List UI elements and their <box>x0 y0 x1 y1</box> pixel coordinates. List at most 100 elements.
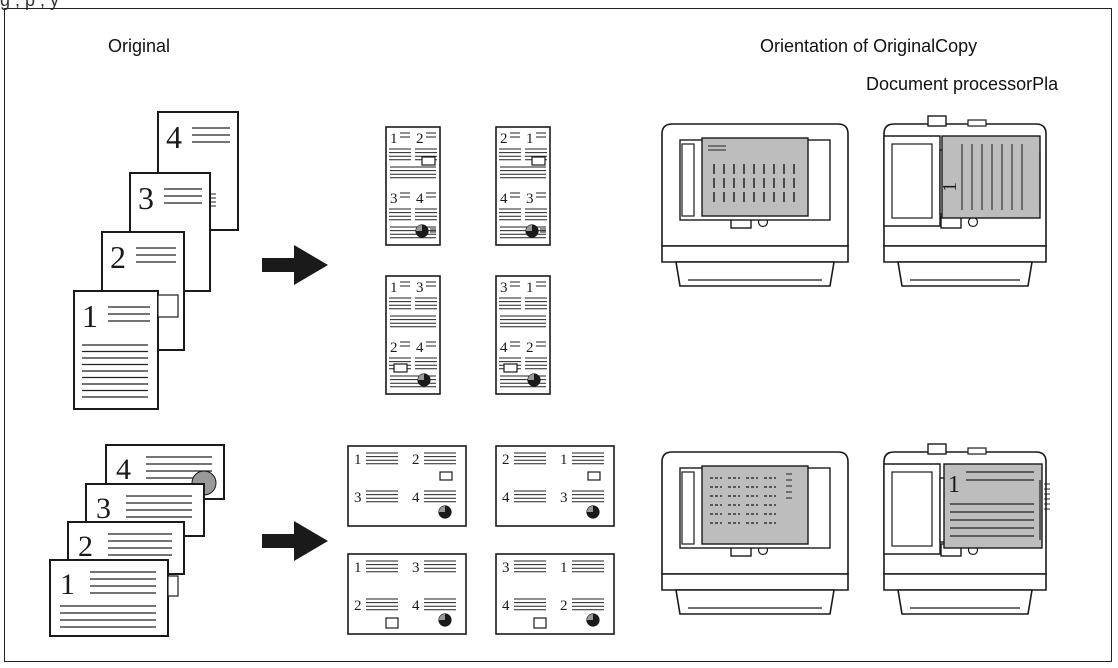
layout-page-number: 1 <box>390 280 398 296</box>
picture-box-icon <box>587 471 601 481</box>
feeder-slot <box>891 471 933 547</box>
layout-page-number: 4 <box>502 490 510 506</box>
picture-box-icon <box>439 471 453 481</box>
cropped-header: g , p , y <box>0 0 1118 10</box>
pie-slice <box>526 225 532 231</box>
picture-box-icon <box>531 156 546 166</box>
layout-page-number: 2 <box>500 131 508 147</box>
layout-page-number: 4 <box>416 340 424 356</box>
adf-page-number: 1 <box>948 472 960 498</box>
picture-box-icon <box>385 617 399 629</box>
feeder-hinge <box>967 447 987 455</box>
layout-page-number: 4 <box>500 340 508 356</box>
page-number: 3 <box>96 492 111 525</box>
power-button-icon <box>967 216 979 228</box>
feeder-hinge <box>927 115 947 127</box>
pie-slice <box>439 614 445 620</box>
arrow-shaft <box>262 534 296 548</box>
arrow-icon <box>262 521 328 561</box>
flatbed-scanner-landscape <box>661 451 849 615</box>
copy-sheet <box>495 126 551 246</box>
layout-page-number: 3 <box>412 560 420 576</box>
layout-page-number: 3 <box>500 280 508 296</box>
adf-page-number: 1 <box>939 182 961 192</box>
layout-page-number: 2 <box>416 131 424 147</box>
scanner-panel <box>661 573 849 591</box>
layout-page-number: 1 <box>526 131 534 147</box>
page-detail <box>157 294 179 318</box>
pie-slice <box>528 374 534 380</box>
layout-page-number: 3 <box>354 490 362 506</box>
layout-page-number: 3 <box>502 560 510 576</box>
page-sheet <box>73 290 159 410</box>
original-page-landscape: 1 <box>49 559 169 637</box>
page-sheet <box>49 559 169 637</box>
copy-sheet <box>385 126 441 246</box>
picture-box-icon <box>533 617 547 629</box>
page-number: 1 <box>82 298 98 334</box>
pie-slice <box>439 506 445 512</box>
picture-box-icon <box>157 294 179 318</box>
layout-page-number: 3 <box>416 280 424 296</box>
scanner-panel <box>883 245 1047 263</box>
layout-page-number: 2 <box>412 452 420 468</box>
page-number: 4 <box>116 453 131 486</box>
copy-layout-portrait: 2 1 4 3 <box>495 126 551 246</box>
placed-original <box>943 463 1043 549</box>
feeder-hinge <box>967 119 987 127</box>
copy-layout-portrait: 1 2 3 4 <box>385 126 441 246</box>
layout-page-number: 3 <box>390 191 398 207</box>
layout-page-number: 4 <box>416 191 424 207</box>
scanner-base <box>675 589 835 615</box>
copy-layout-landscape: 1 2 3 4 <box>347 445 467 527</box>
pie-slice <box>587 614 593 620</box>
layout-page-number: 1 <box>354 452 362 468</box>
arrow-head <box>294 245 328 285</box>
feeder-slot <box>891 143 933 219</box>
copy-layout-landscape: 2 1 4 3 <box>495 445 615 527</box>
processor-label: Document processorPla <box>866 74 1059 94</box>
page-number: 1 <box>60 568 75 601</box>
layout-page-number: 1 <box>390 131 398 147</box>
placed-original <box>701 137 809 217</box>
layout-page-number: 4 <box>500 191 508 207</box>
layout-page-number: 4 <box>412 490 420 506</box>
glass-edge <box>681 471 695 545</box>
page-number: 4 <box>166 119 182 155</box>
scanner-panel <box>883 573 1047 591</box>
feeder-hinge <box>927 443 947 455</box>
layout-page-number: 2 <box>560 598 568 614</box>
original-page-portrait: 1 <box>73 290 159 410</box>
layout-page-number: 1 <box>560 560 568 576</box>
copy-sheet <box>385 275 441 395</box>
picture-box-icon <box>421 156 436 166</box>
arrow-head <box>294 521 328 561</box>
layout-page-number: 2 <box>502 452 510 468</box>
scanner-base <box>897 589 1033 615</box>
copy-sheet <box>495 445 615 527</box>
layout-page-number: 1 <box>560 452 568 468</box>
cropped-header-text: g , p , y <box>0 0 60 10</box>
document-processor-portrait: 1 <box>883 115 1047 287</box>
copy-sheet <box>495 275 551 395</box>
layout-page-number: 2 <box>526 340 534 356</box>
original-label: Original <box>108 36 171 56</box>
orientation-label: Orientation of OriginalCopy <box>760 36 978 56</box>
pie-slice <box>587 506 593 512</box>
placed-original <box>941 135 1041 219</box>
document-processor-landscape: 1 <box>883 443 1050 615</box>
scanner-base <box>675 261 835 287</box>
scanner-panel <box>661 245 849 263</box>
page-number: 3 <box>138 180 154 216</box>
layout-page-number: 2 <box>354 598 362 614</box>
glass-edge <box>681 143 695 217</box>
pie-slice <box>418 374 424 380</box>
diagram-frame <box>4 8 1112 662</box>
layout-page-number: 3 <box>526 191 534 207</box>
layout-page-number: 3 <box>560 490 568 506</box>
